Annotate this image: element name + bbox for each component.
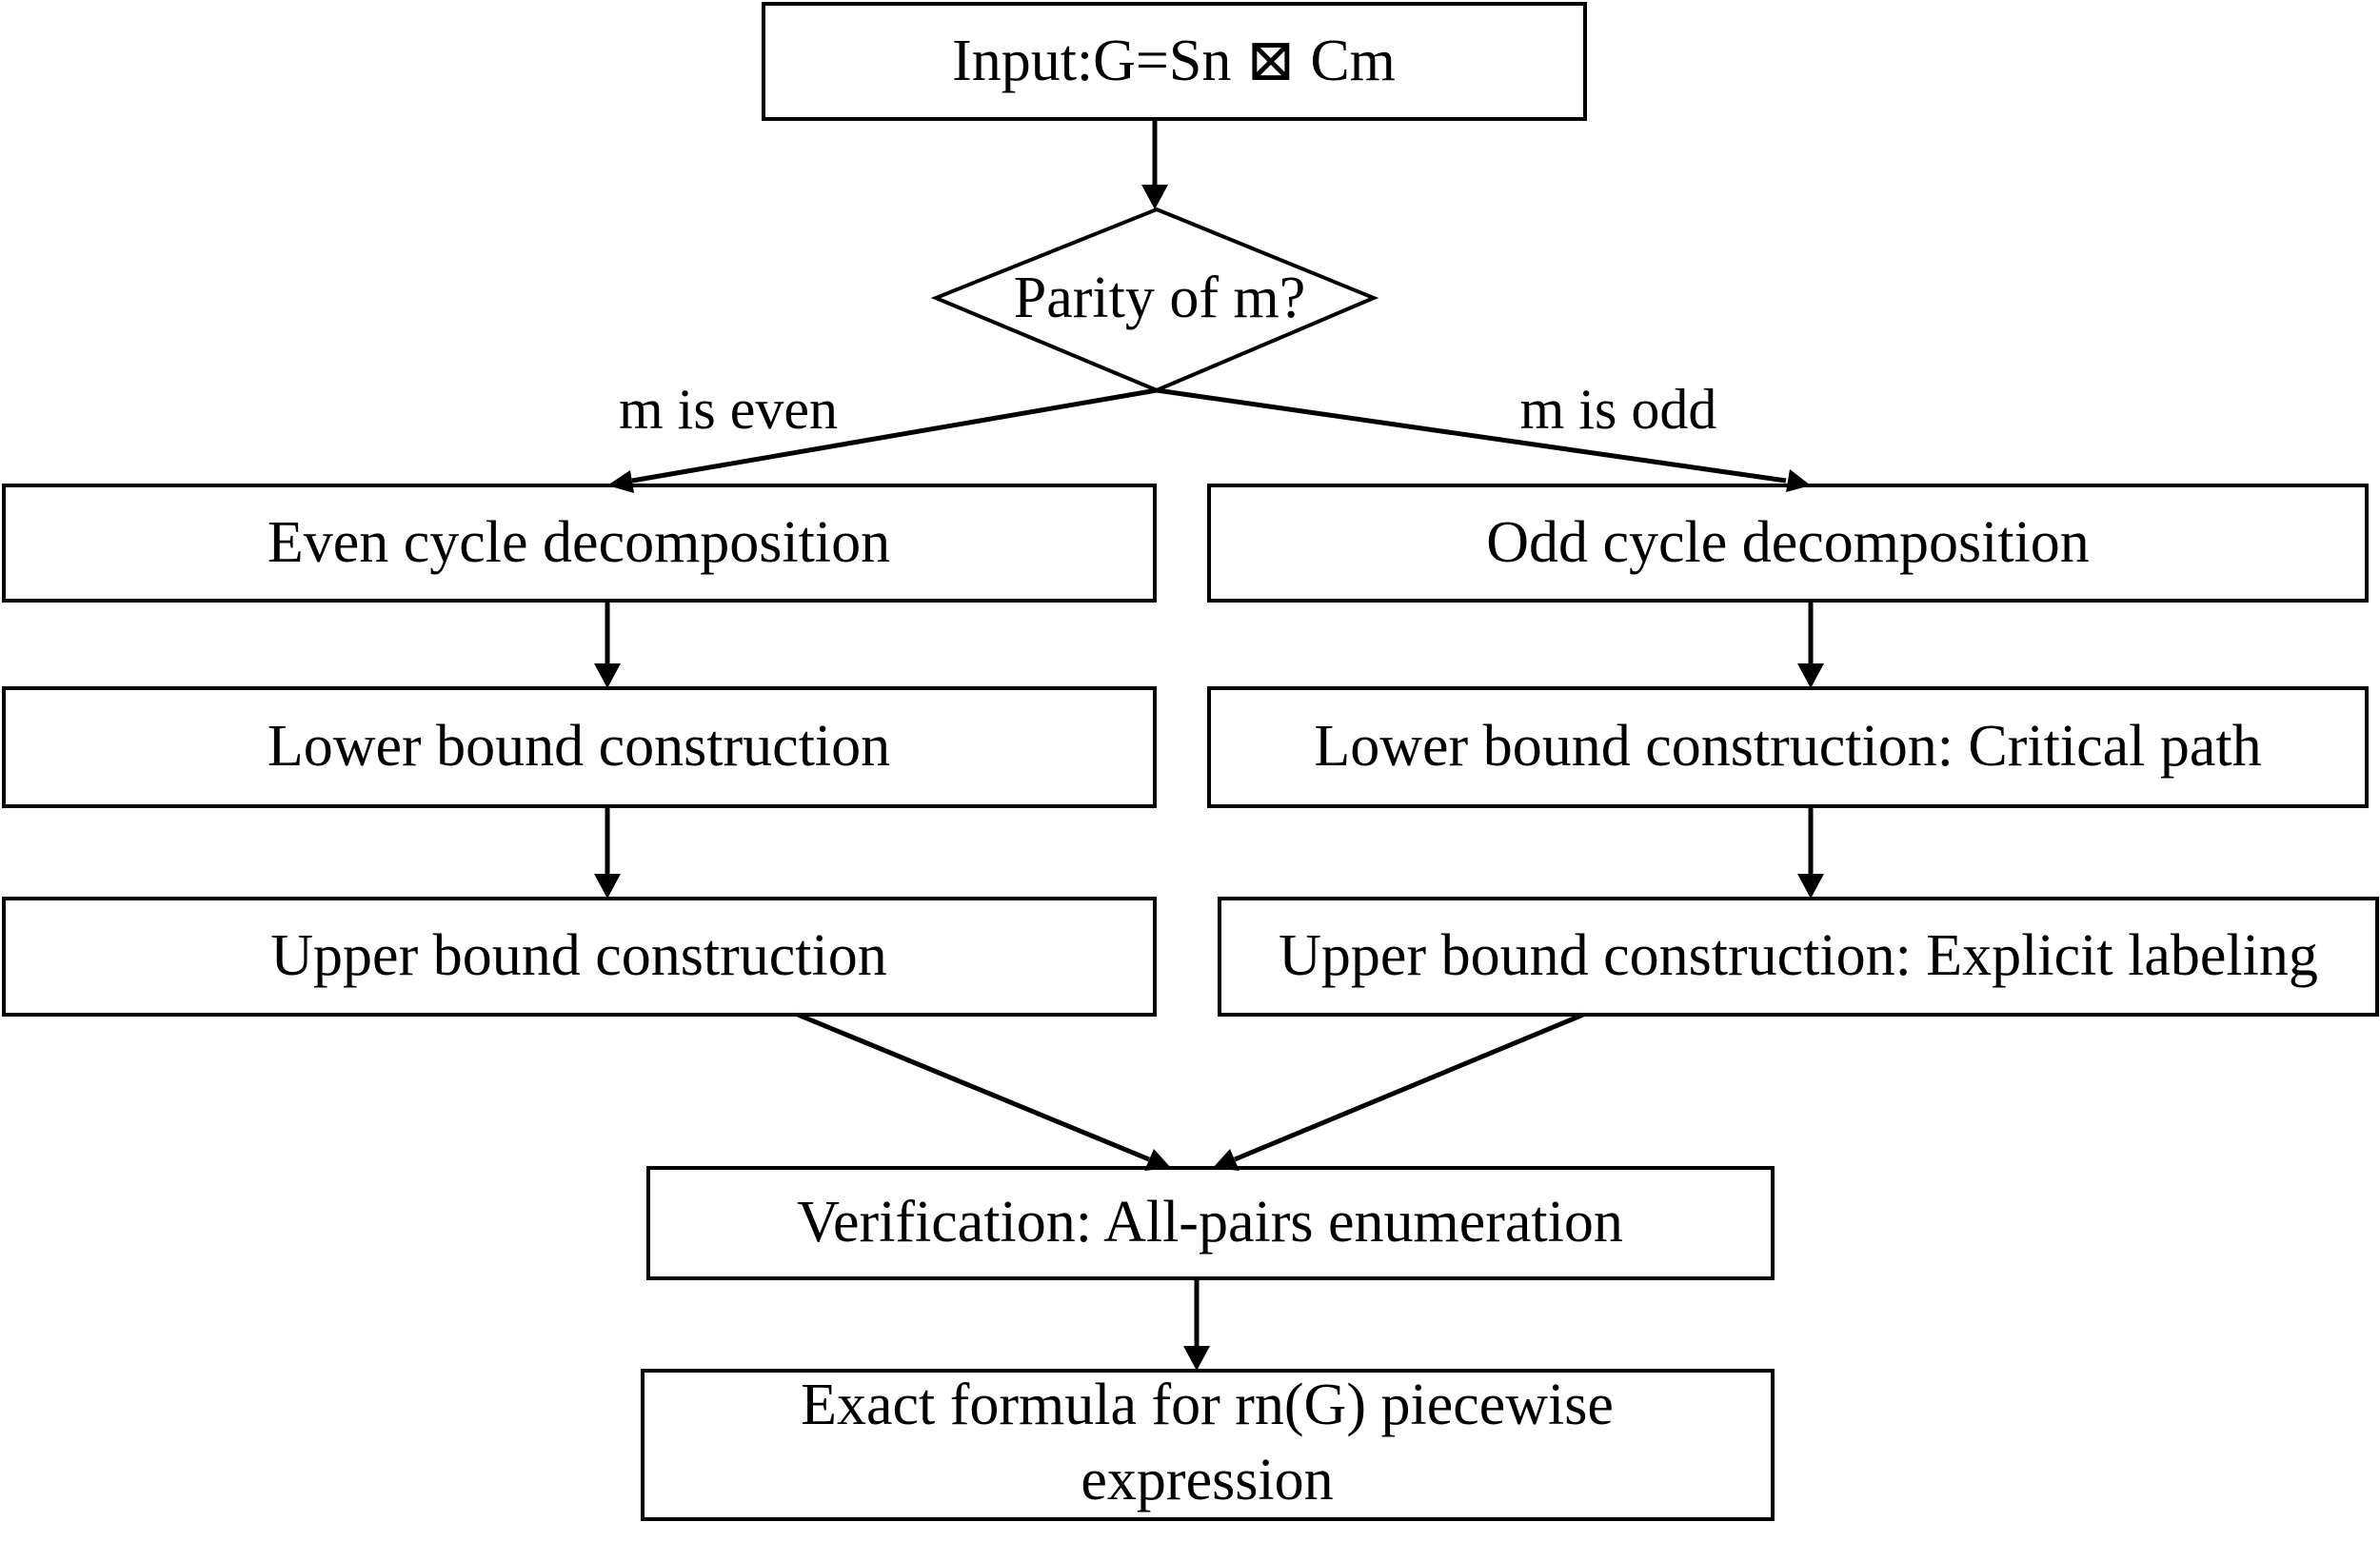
even-branch-label: m is even	[619, 378, 838, 441]
even-lower-bound-node: Lower bound construction	[2, 686, 1157, 808]
even-lower-bound-label: Lower bound construction	[268, 714, 890, 779]
even-cycle-decomposition-label: Even cycle decomposition	[268, 510, 890, 575]
parity-decision-label: Parity of m?	[1014, 266, 1306, 330]
result-node: Exact formula for rn(G) piecewise expres…	[641, 1369, 1775, 1521]
odd-cycle-decomposition-node: Odd cycle decomposition	[1207, 484, 2369, 603]
edge-even-upper-to-verification	[797, 1012, 1171, 1171]
edge-even-decomp-to-lower	[594, 601, 621, 688]
verification-node: Verification: All-pairs enumeration	[646, 1166, 1775, 1280]
edge-even-lower-to-upper	[594, 806, 621, 899]
odd-upper-bound-label: Upper bound construction: Explicit label…	[1279, 923, 2318, 988]
odd-upper-bound-node: Upper bound construction: Explicit label…	[1218, 897, 2379, 1017]
edge-input-to-decision	[1141, 119, 1168, 209]
edge-decision-to-odd	[1156, 387, 1811, 492]
even-upper-bound-node: Upper bound construction	[2, 897, 1157, 1017]
edge-verification-to-result	[1183, 1278, 1210, 1371]
even-cycle-decomposition-node: Even cycle decomposition	[2, 484, 1157, 603]
edge-decision-to-even	[607, 387, 1158, 493]
result-label-line1: Exact formula for rn(G) piecewise	[801, 1373, 1614, 1437]
input-node: Input:G=Sn ⊠ Cm	[762, 2, 1587, 121]
edge-odd-decomp-to-lower	[1797, 601, 1824, 688]
parity-decision-node: Parity of m?	[930, 207, 1379, 393]
verification-label: Verification: All-pairs enumeration	[797, 1190, 1623, 1255]
edge-odd-upper-to-verification	[1213, 1012, 1584, 1171]
result-label-line2: expression	[1081, 1448, 1333, 1512]
odd-lower-bound-label: Lower bound construction: Critical path	[1314, 714, 2261, 779]
edge-odd-lower-to-upper	[1797, 806, 1824, 899]
even-upper-bound-label: Upper bound construction	[270, 923, 886, 988]
input-node-label: Input:G=Sn ⊠ Cm	[952, 29, 1396, 93]
odd-lower-bound-node: Lower bound construction: Critical path	[1207, 686, 2369, 808]
odd-cycle-decomposition-label: Odd cycle decomposition	[1486, 510, 2090, 575]
odd-branch-label: m is odd	[1520, 378, 1717, 441]
